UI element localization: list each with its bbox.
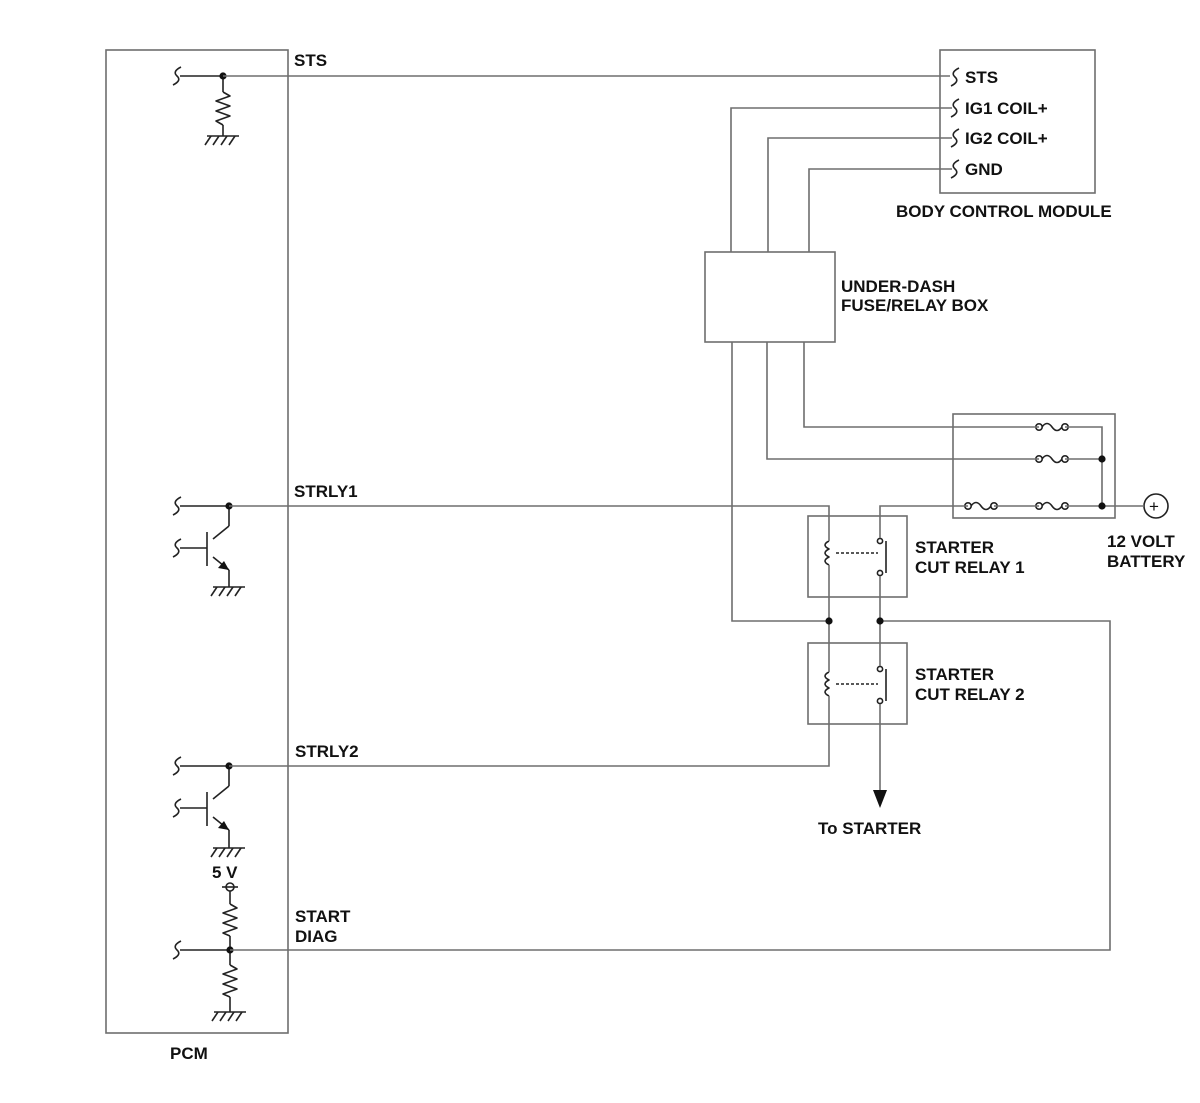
pcm-terminal-start-diag-line2: DIAG [295, 927, 338, 946]
battery-label-line2: BATTERY [1107, 552, 1186, 571]
pcm-strly1-circuit [172, 496, 246, 597]
relay1-label-line2: CUT RELAY 1 [915, 558, 1025, 577]
wire-start-diag [230, 620, 1111, 951]
connector-icon [172, 940, 182, 960]
wire-relay-coil-feed [731, 342, 829, 622]
pcm-sts-circuit [172, 66, 240, 146]
fuse-icon [963, 501, 999, 511]
fuse-relay-box [704, 251, 836, 343]
fuse-box-label-line1: UNDER-DASH [841, 277, 955, 296]
connector-icon [172, 538, 182, 558]
starter-cut-relay-1: STARTER CUT RELAY 1 [807, 515, 1025, 598]
fuse-box-label-line2: FUSE/RELAY BOX [841, 296, 989, 315]
wire-fuse-b [766, 342, 1039, 460]
pcm-supply-label: 5 V [212, 863, 238, 882]
wire-strly1 [229, 505, 830, 541]
fuse-block [952, 413, 1116, 519]
fuse-icon [1035, 501, 1069, 511]
ground-icon [210, 586, 246, 597]
to-starter-label: To STARTER [818, 819, 921, 838]
ground-icon [210, 847, 246, 858]
pcm-label: PCM [170, 1044, 208, 1063]
battery-plus-sign: + [1149, 497, 1159, 516]
connector-icon [950, 159, 960, 179]
battery: + 12 VOLT BATTERY [1107, 493, 1186, 571]
connector-icon [172, 798, 182, 818]
wire-gnd [808, 168, 952, 252]
pcm-terminal-start-diag-line1: START [295, 907, 351, 926]
connector-icon [950, 67, 960, 87]
relay1-label-line1: STARTER [915, 538, 994, 557]
pcm-terminal-strly2: STRLY2 [295, 742, 359, 761]
bcm-terminal-sts: STS [965, 68, 998, 87]
wire-strly2 [229, 696, 830, 767]
resistor-icon [222, 903, 238, 937]
bcm-box [939, 49, 1096, 194]
wire-ig2 [767, 137, 952, 252]
wiring [223, 75, 1144, 951]
pcm-box [105, 49, 289, 1034]
relay2-label-line1: STARTER [915, 665, 994, 684]
fuse-block-box [952, 413, 1116, 519]
resistor-icon [215, 91, 231, 126]
wire-fuse-bus-a [1065, 426, 1103, 506]
connector-icon [950, 98, 960, 118]
arrow-down-icon [873, 790, 887, 808]
wire-fuse-a [803, 342, 1039, 428]
fuse-icon [1035, 454, 1069, 464]
bcm-terminal-ig2: IG2 COIL+ [965, 129, 1048, 148]
bcm-terminal-gnd: GND [965, 160, 1003, 179]
bcm-terminal-ig1: IG1 COIL+ [965, 99, 1048, 118]
pcm: PCM [105, 49, 289, 1063]
pcm-strly2-circuit [172, 756, 246, 858]
pcm-start-diag-circuit [172, 882, 247, 1022]
resistor-icon [222, 964, 238, 998]
connector-icon [172, 496, 182, 516]
pcm-terminal-sts: STS [294, 51, 327, 70]
relay2-box [807, 642, 908, 725]
connector-icon [950, 128, 960, 148]
wire-ig1 [730, 107, 952, 252]
ground-icon [211, 1011, 247, 1022]
relay-coil-icon [824, 671, 830, 697]
fuse-icon [1035, 422, 1069, 432]
bcm-label: BODY CONTROL MODULE [896, 202, 1112, 221]
wire-relay1-feed [879, 505, 968, 538]
connector-icon [172, 66, 182, 86]
ground-icon [204, 135, 240, 146]
starter-cut-relay-2: STARTER CUT RELAY 2 [807, 642, 1025, 725]
under-dash-fuse-relay-box: UNDER-DASH FUSE/RELAY BOX [704, 251, 989, 343]
relay-coil-icon [824, 540, 830, 566]
relay1-box [807, 515, 908, 598]
battery-label-line1: 12 VOLT [1107, 532, 1175, 551]
pcm-terminal-strly1: STRLY1 [294, 482, 358, 501]
relay2-label-line2: CUT RELAY 2 [915, 685, 1025, 704]
connector-icon [172, 756, 182, 776]
body-control-module: STS IG1 COIL+ IG2 COIL+ GND BODY CONTROL… [896, 49, 1112, 221]
junctions [825, 455, 1106, 625]
